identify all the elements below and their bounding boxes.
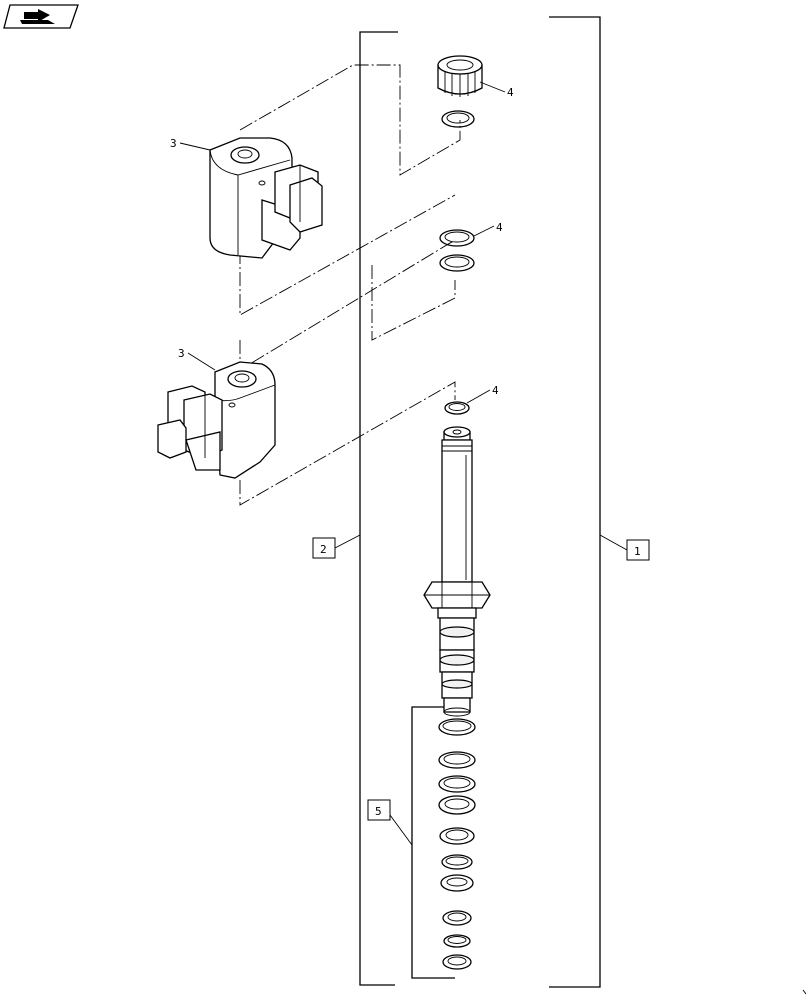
callout-3-upper[interactable]: 3	[170, 137, 211, 151]
seal-kit-bracket	[389, 706, 455, 979]
callout-4-stem[interactable]: 4	[466, 384, 499, 404]
o-rings-upper	[439, 110, 475, 272]
callout-4-nut[interactable]: 4	[479, 81, 514, 99]
svg-text:3: 3	[178, 347, 185, 360]
callout-4-orings[interactable]: 4	[473, 221, 503, 237]
hex-nut	[437, 55, 483, 97]
callout-3-lower[interactable]: 3	[178, 347, 216, 371]
callout-5[interactable]: 5	[367, 799, 391, 821]
o-ring-stem-top	[444, 401, 470, 415]
svg-text:4: 4	[496, 221, 503, 234]
next-page-arrow-icon[interactable]	[3, 4, 79, 29]
svg-text:4: 4	[507, 86, 514, 99]
svg-text:4: 4	[492, 384, 499, 397]
assembly-bracket	[549, 16, 628, 988]
cartridge-valve	[423, 426, 491, 717]
seal-kit-rings	[438, 718, 476, 970]
svg-text:1: 1	[634, 545, 641, 558]
solenoid-coil-lower	[157, 361, 276, 479]
solenoid-coil-upper	[209, 137, 323, 259]
svg-text:3: 3	[170, 137, 177, 150]
cartridge-bracket	[334, 31, 398, 986]
callout-1[interactable]: 1	[626, 539, 650, 561]
svg-text:2: 2	[320, 543, 327, 556]
callout-2[interactable]: 2	[312, 537, 336, 559]
svg-text:5: 5	[375, 805, 382, 818]
